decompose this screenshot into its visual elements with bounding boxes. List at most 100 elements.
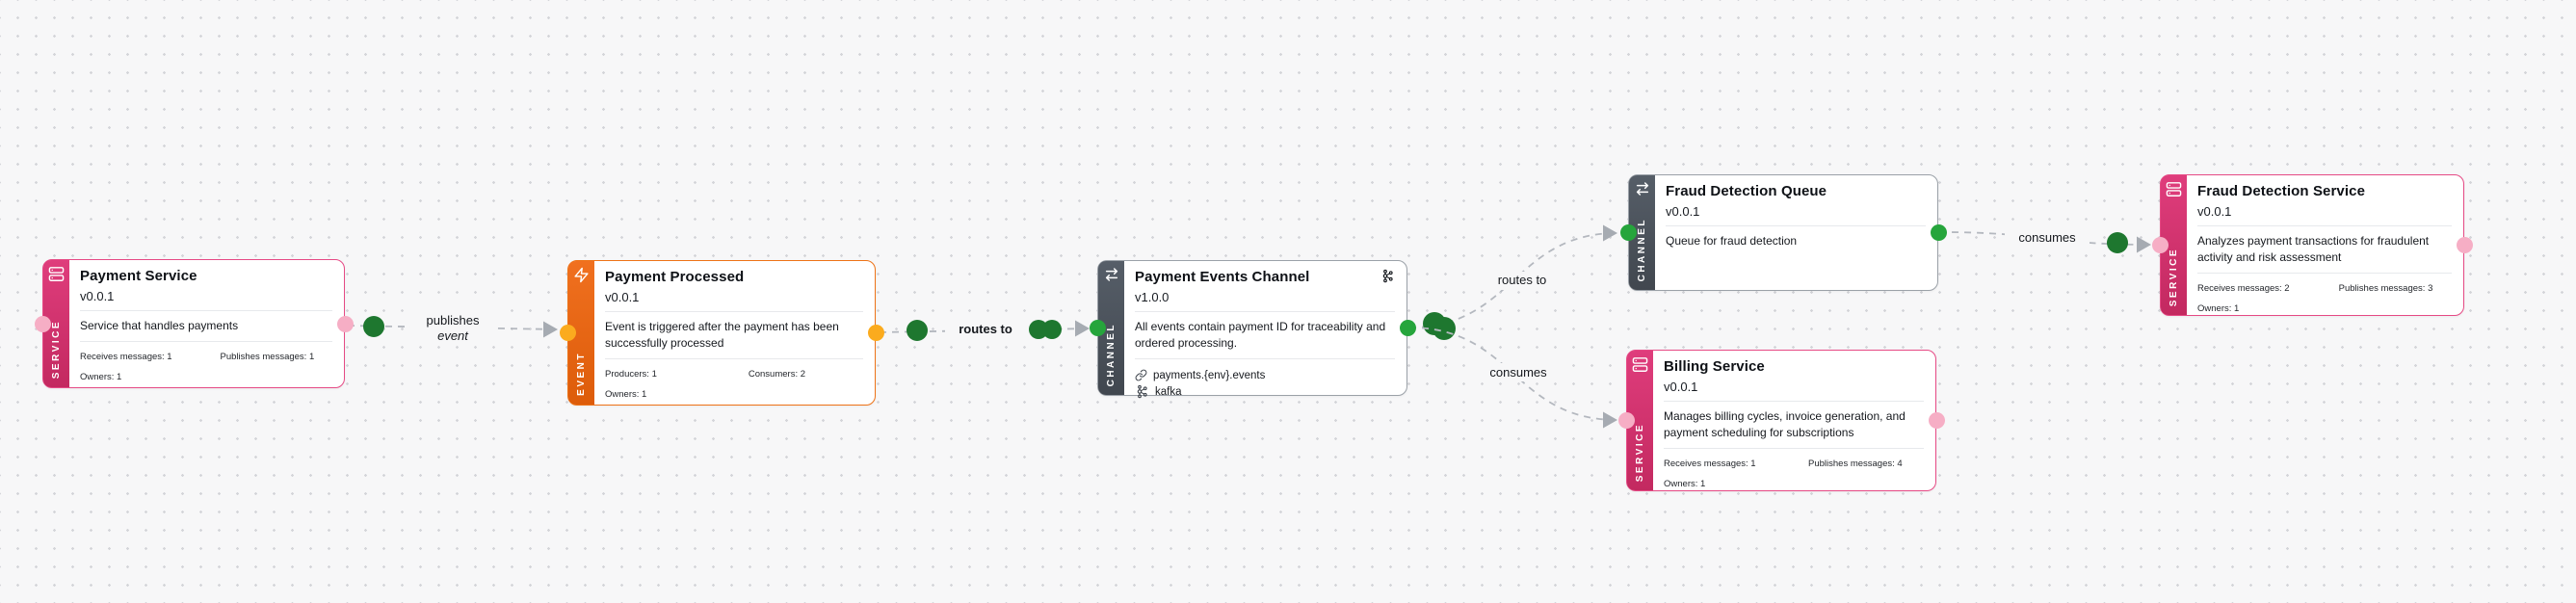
- arrowhead-icon: [2137, 236, 2151, 253]
- node-stats: Producers: 1 Consumers: 2 Owners: 1: [605, 369, 863, 400]
- edge-routes-to-channel[interactable]: routes to: [879, 320, 1091, 341]
- handle-right[interactable]: [1400, 320, 1416, 336]
- message-dot: [907, 320, 928, 341]
- node-version: v1.0.0: [1135, 290, 1170, 304]
- divider: [80, 310, 332, 311]
- stat-item: Consumers: 2: [748, 369, 806, 380]
- node-version: v0.0.1: [2197, 204, 2232, 219]
- stat-item: Producers: 1: [605, 369, 657, 380]
- channel-meta-text: payments.{env}.events: [1153, 369, 1266, 381]
- message-dot: [363, 316, 384, 337]
- stat-item: Receives messages: 1: [1664, 459, 1756, 470]
- message-dot: [1042, 320, 1062, 339]
- link-icon: [1135, 369, 1147, 381]
- handle-left[interactable]: [1620, 224, 1637, 241]
- node-title: Fraud Detection Queue: [1666, 183, 1827, 199]
- node-stats: Receives messages: 1 Publishes messages: …: [80, 352, 332, 382]
- stat-item: Publishes messages: 3: [2338, 283, 2433, 295]
- divider: [1135, 311, 1395, 312]
- node-description: Analyzes payment transactions for fraudu…: [2197, 234, 2430, 265]
- divider: [80, 341, 332, 343]
- channel-meta-row: kafka: [1135, 384, 1395, 399]
- arrows-right-left-icon: [1635, 181, 1650, 197]
- node-title: Fraud Detection Service: [2197, 183, 2366, 199]
- stat-item: Publishes messages: 1: [220, 352, 315, 363]
- channel-meta-text: kafka: [1155, 385, 1182, 398]
- edge-consumes-billing[interactable]: consumes: [1408, 327, 1618, 429]
- edge-label-background: [2005, 229, 2090, 248]
- node-type-label: EVENT: [576, 352, 587, 396]
- node-description: Event is triggered after the payment has…: [605, 320, 839, 351]
- message-dot: [1433, 317, 1456, 340]
- node-stats: Receives messages: 1 Publishes messages: …: [1664, 459, 1924, 489]
- node-type-label: SERVICE: [51, 319, 62, 379]
- node-title: Payment Processed: [605, 269, 745, 285]
- message-dot: [1029, 320, 1048, 339]
- node-title: Billing Service: [1664, 358, 1765, 375]
- handle-left[interactable]: [1618, 412, 1635, 429]
- handle-right[interactable]: [1929, 412, 1945, 429]
- handle-left[interactable]: [1090, 320, 1106, 336]
- stat-item: Owners: 1: [2197, 303, 2240, 315]
- server-icon: [1632, 356, 1648, 373]
- edge-label: consumes: [1489, 365, 1547, 380]
- kafka-icon: [1135, 384, 1149, 399]
- node-type-label: CHANNEL: [1637, 217, 1647, 281]
- edge-label: routes to: [1498, 273, 1547, 287]
- node-description: All events contain payment ID for tracea…: [1135, 320, 1386, 351]
- stat-item: Owners: 1: [605, 389, 647, 401]
- divider: [1135, 358, 1395, 360]
- node-description: Manages billing cycles, invoice generati…: [1664, 409, 1906, 440]
- channel-meta-row: payments.{env}.events: [1135, 369, 1395, 381]
- node-description: Service that handles payments: [80, 319, 239, 332]
- node-version: v0.0.1: [605, 290, 640, 304]
- node-version: v0.0.1: [1666, 204, 1700, 219]
- handle-left[interactable]: [2152, 237, 2169, 253]
- node-description: Queue for fraud detection: [1666, 234, 1798, 248]
- stat-item: Receives messages: 1: [80, 352, 172, 363]
- edge-label: publishes: [427, 313, 480, 328]
- handle-right[interactable]: [1931, 224, 1947, 241]
- edge-label-background: [410, 308, 495, 343]
- node-version: v0.0.1: [80, 289, 115, 303]
- stat-item: Publishes messages: 4: [1808, 459, 1903, 470]
- handle-right[interactable]: [868, 325, 884, 341]
- node-title: Payment Events Channel: [1135, 269, 1310, 285]
- edge-label: consumes: [2018, 230, 2076, 245]
- divider: [2197, 273, 2452, 275]
- edge-consumes-fraud[interactable]: consumes: [1938, 229, 2152, 253]
- node-type-label: SERVICE: [1635, 422, 1645, 482]
- kafka-icon: [1380, 269, 1395, 283]
- handle-left[interactable]: [35, 315, 51, 332]
- handle-right[interactable]: [337, 315, 354, 332]
- handle-right[interactable]: [2457, 237, 2473, 253]
- arrowhead-icon: [1603, 411, 1617, 429]
- arrowhead-icon: [1075, 320, 1090, 337]
- handle-left[interactable]: [560, 325, 576, 341]
- server-icon: [2166, 181, 2182, 197]
- edge-label-background: [945, 320, 1026, 338]
- node-type-label: CHANNEL: [1106, 322, 1117, 386]
- edge-routes-to-queue[interactable]: routes to: [1408, 224, 1618, 341]
- stat-item: Owners: 1: [80, 372, 122, 383]
- node-stats: Receives messages: 2 Publishes messages: …: [2197, 283, 2452, 314]
- divider: [1664, 401, 1924, 402]
- arrows-right-left-icon: [1104, 267, 1119, 282]
- edge-label-background: [1476, 363, 1561, 381]
- stat-item: Receives messages: 2: [2197, 283, 2290, 295]
- arrowhead-icon: [543, 321, 558, 338]
- divider: [2197, 225, 2452, 226]
- message-dot: [2107, 232, 2128, 253]
